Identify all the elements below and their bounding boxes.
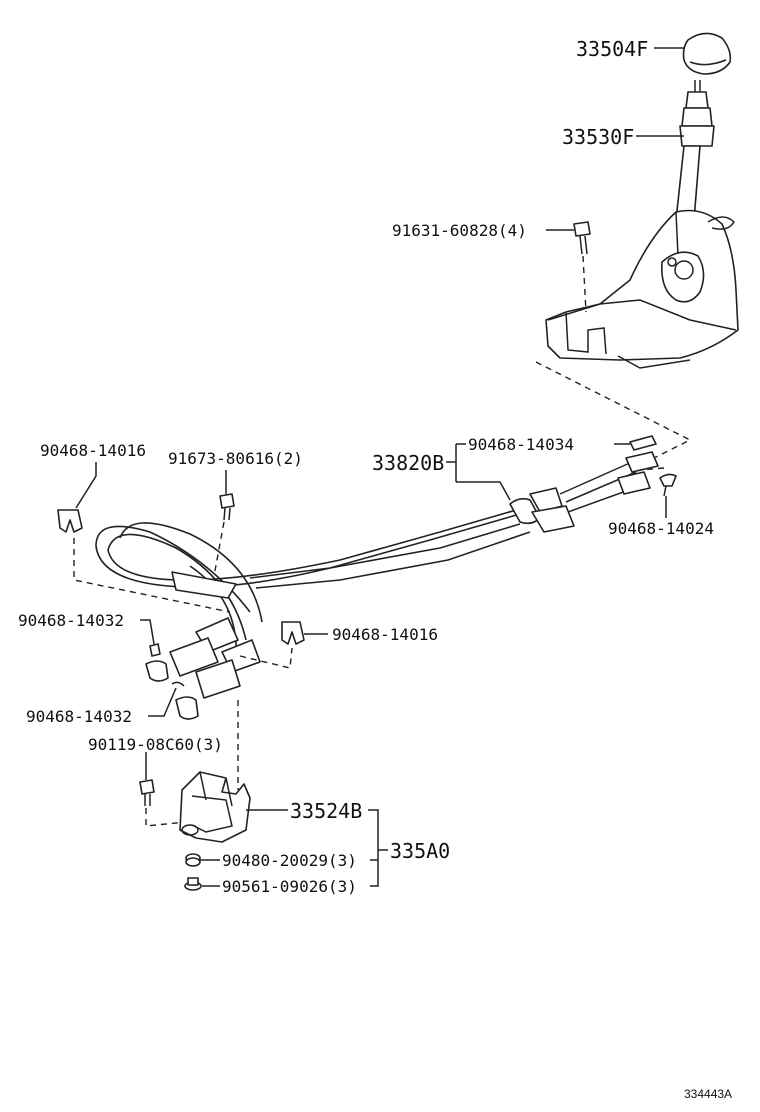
housing-cable-guide: [535, 361, 692, 461]
bolt-bracket-guide: [145, 808, 187, 827]
collar-icon[interactable]: [184, 877, 202, 891]
bolt-top-guide: [582, 255, 587, 313]
bolt-mid-guide: [213, 521, 225, 577]
label-clip-top: 90468-14034: [468, 435, 574, 454]
label-clip-right: 90468-14024: [608, 519, 714, 538]
clip-right-icon[interactable]: [659, 473, 677, 497]
bush-icon[interactable]: [185, 853, 201, 867]
label-bush: 90480-20029(3): [222, 851, 357, 870]
label-assy-group: 335A0: [390, 839, 450, 863]
label-cable-assy: 33820B: [372, 451, 444, 475]
bolt-top-icon[interactable]: [573, 221, 591, 255]
clip-right-guide: [639, 467, 665, 471]
label-clip-end-top: 90468-14032: [18, 611, 124, 630]
clip-left-guide: [73, 538, 231, 613]
bolt-mid-icon[interactable]: [219, 493, 235, 521]
drawing-number: 334443A: [684, 1087, 732, 1101]
label-bolt-mid: 91673-80616(2): [168, 449, 303, 468]
shift-knob[interactable]: [682, 32, 732, 75]
label-clip-mid-right: 90468-14016: [332, 625, 438, 644]
clip-top-icon[interactable]: [629, 435, 657, 451]
label-collar: 90561-09026(3): [222, 877, 357, 896]
shift-lever[interactable]: [675, 80, 715, 221]
clip-left-icon[interactable]: [57, 509, 83, 533]
label-bolt-bracket: 90119-08C60(3): [88, 735, 223, 754]
shift-lever-housing[interactable]: [545, 209, 739, 369]
label-knob: 33504F: [576, 37, 648, 61]
clip-mid-right-icon[interactable]: [281, 621, 305, 645]
label-bracket: 33524B: [290, 799, 362, 823]
clip-end-bottom-icon[interactable]: [171, 681, 185, 687]
label-bolt-top: 91631-60828(4): [392, 221, 527, 240]
label-clip-end-bottom: 90468-14032: [26, 707, 132, 726]
bracket[interactable]: [179, 771, 251, 843]
bolt-bracket-icon[interactable]: [139, 779, 155, 806]
label-clip-left: 90468-14016: [40, 441, 146, 460]
clip-end-top-icon[interactable]: [149, 643, 161, 657]
cable-assembly[interactable]: [95, 451, 659, 720]
label-lever: 33530F: [562, 125, 634, 149]
leader-lines: [75, 47, 684, 887]
